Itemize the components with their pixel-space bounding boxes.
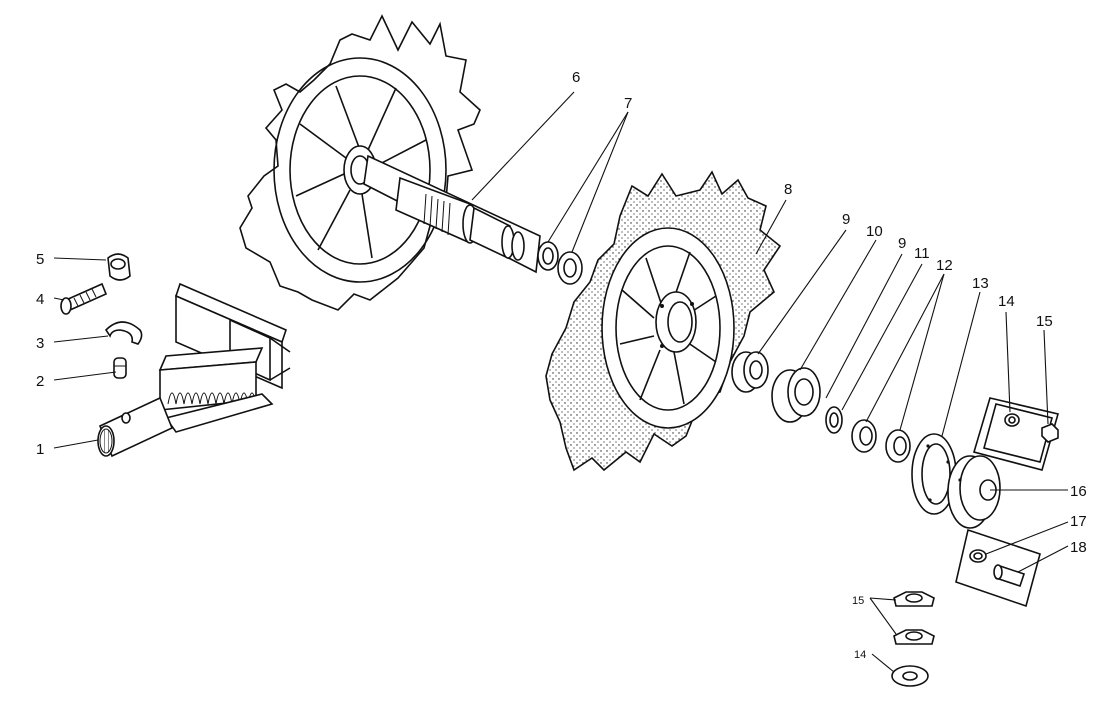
bearing-pair-7 xyxy=(537,241,583,285)
callout-10: 10 xyxy=(866,223,883,240)
left-sprocket xyxy=(239,14,481,311)
lock-washer-11 xyxy=(825,406,843,434)
callout-7: 7 xyxy=(624,95,632,112)
bearing-10 xyxy=(771,367,821,423)
bearing-9a xyxy=(731,351,769,393)
callout-9-first: 9 xyxy=(842,211,850,228)
pin-part-2 xyxy=(113,357,127,379)
right-sprocket xyxy=(545,170,782,472)
callout-15-upper: 15 xyxy=(1036,313,1053,330)
callout-8: 8 xyxy=(784,181,792,198)
callout-6: 6 xyxy=(572,69,580,86)
callout-11: 11 xyxy=(914,245,930,262)
callout-16: 16 xyxy=(1070,483,1087,500)
callout-14-lower: 14 xyxy=(854,649,866,661)
hub-cap-16 xyxy=(947,455,1001,529)
callout-12: 12 xyxy=(936,257,953,274)
callout-labels: 1 2 3 4 5 6 7 8 9 10 9 11 12 13 14 15 16… xyxy=(36,69,1087,661)
leader-lines xyxy=(53,91,1069,673)
nut-pair-12 xyxy=(851,419,911,463)
main-shaft xyxy=(363,154,541,274)
gasket-13 xyxy=(911,433,957,515)
callout-3: 3 xyxy=(36,335,44,352)
callout-17: 17 xyxy=(1070,513,1087,530)
callout-9-second: 9 xyxy=(898,235,906,252)
nuts-15-bottom xyxy=(893,591,935,645)
callout-18: 18 xyxy=(1070,539,1087,556)
callout-4: 4 xyxy=(36,291,44,308)
callout-2: 2 xyxy=(36,373,44,390)
callout-13: 13 xyxy=(972,275,989,292)
nut-part-5 xyxy=(107,253,131,281)
tensioner-shaft-part xyxy=(97,282,291,458)
callout-15-lower: 15 xyxy=(852,595,864,607)
bolt-part-4 xyxy=(60,282,108,315)
inset-box-17-18 xyxy=(955,528,1041,608)
callout-1: 1 xyxy=(36,441,44,458)
clip-part-3 xyxy=(104,321,143,345)
callout-5: 5 xyxy=(36,251,44,268)
callout-14-upper: 14 xyxy=(998,293,1015,310)
washer-14-bottom xyxy=(891,665,929,687)
inset-box-14-15 xyxy=(972,397,1059,471)
